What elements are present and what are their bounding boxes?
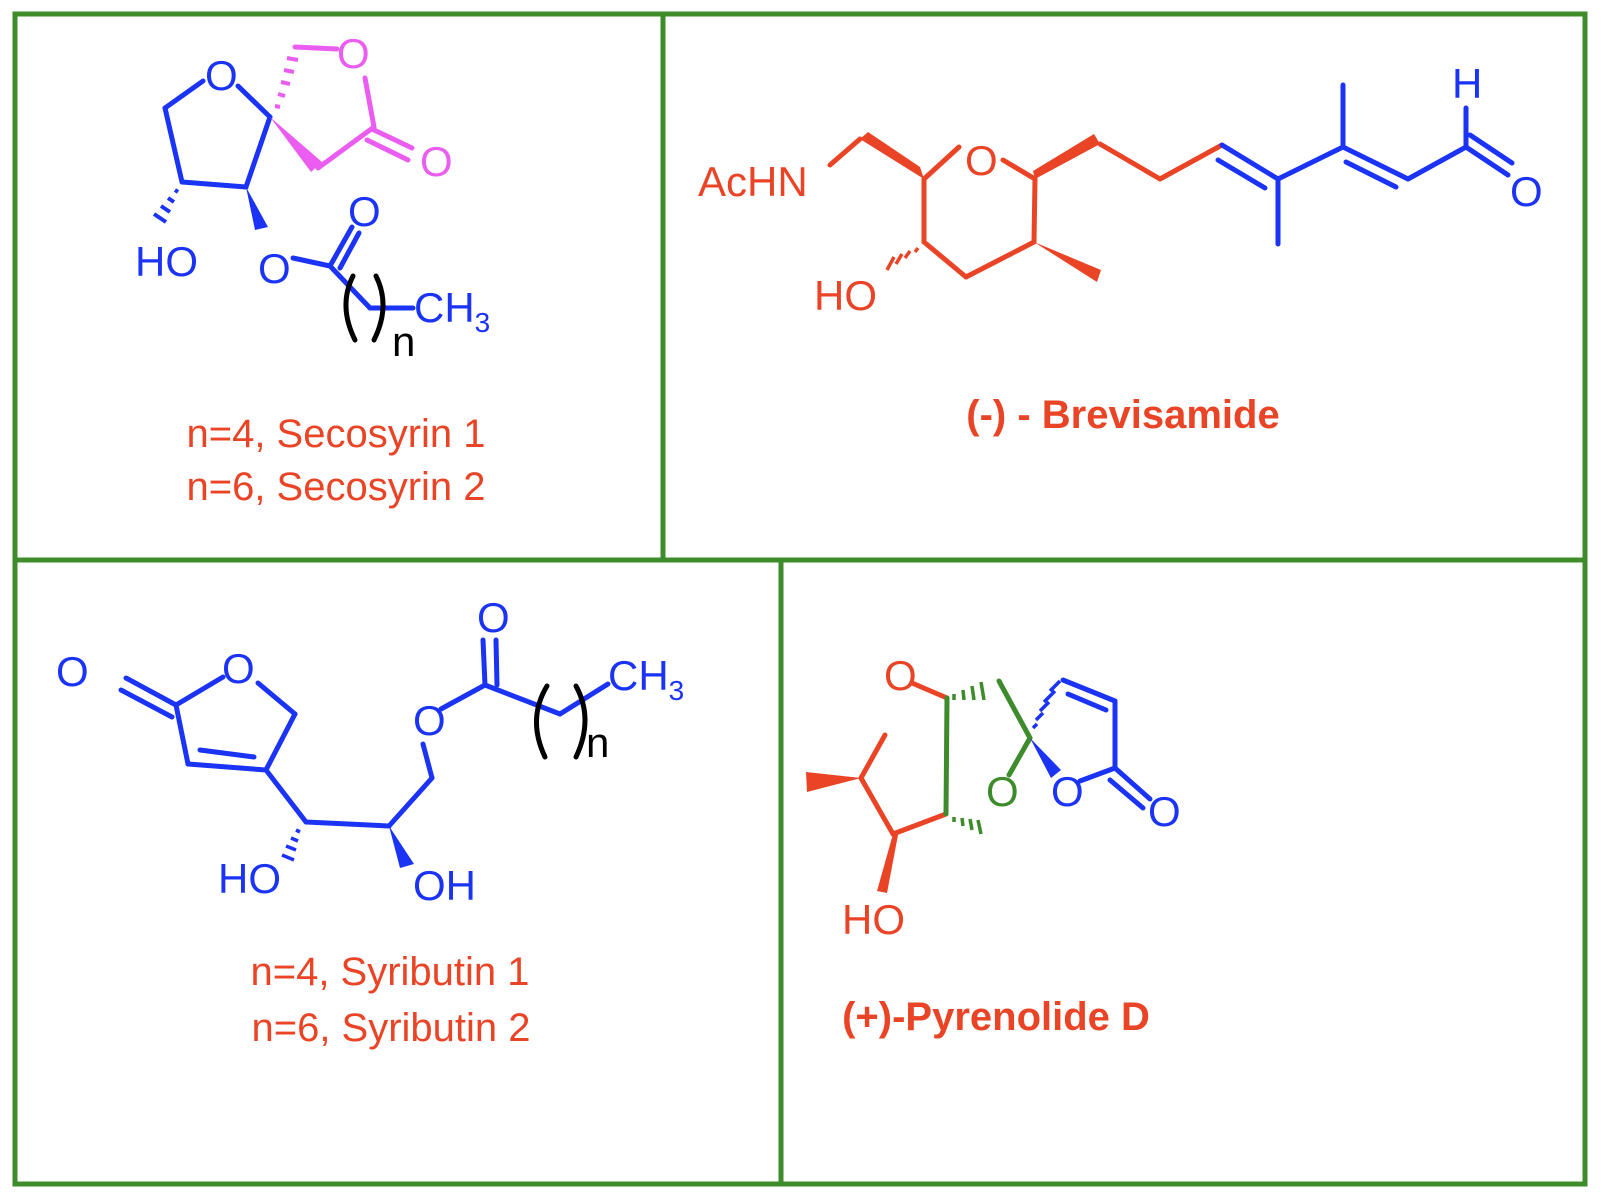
atom-lactone-carbonyl-oxygen: O [56, 648, 89, 695]
atom-methyl: CH3 [414, 284, 490, 338]
atom-lactone-oxygen: O [1051, 768, 1084, 815]
atom-pyran-oxygen: O [965, 137, 998, 184]
caption-secosyrin-2: n=6, Secosyrin 2 [186, 465, 485, 509]
atom-hydroxyl: HO [842, 896, 905, 943]
atom-aldehyde-hydrogen: H [1452, 60, 1482, 107]
atom-ring-oxygen: O [205, 52, 238, 99]
caption-secosyrin-1: n=4, Secosyrin 1 [186, 412, 485, 456]
atom-ester-carbonyl-oxygen: O [348, 188, 381, 235]
panel-brevisamide: AcHN O HO H O (-) - Brevisamide [698, 60, 1543, 437]
atom-ester-oxygen: O [258, 245, 291, 292]
panel-borders [12, 11, 1588, 1187]
atom-ester-carbonyl-oxygen: O [477, 594, 510, 641]
atom-lactone-carbonyl-oxygen: O [420, 138, 453, 185]
caption-syributin-1: n=4, Syributin 1 [250, 950, 529, 994]
atom-hydroxyl: HO [135, 238, 198, 285]
atom-aldehyde-oxygen: O [1510, 168, 1543, 215]
atom-thf-oxygen: O [884, 652, 917, 699]
atom-spiro-oxygen: O [986, 768, 1019, 815]
atom-methyl: CH3 [608, 652, 684, 706]
atom-lactone-carbonyl-oxygen: O [1148, 788, 1181, 835]
compound-title-brevisamide: (-) - Brevisamide [966, 393, 1279, 437]
atom-lactone-oxygen: O [337, 30, 370, 77]
panel-secosyrin: O O O HO O O CH3 n n=4, Secosyrin 1 n=6,… [135, 30, 490, 509]
compound-title-pyrenolide-d: (+)-Pyrenolide D [842, 995, 1150, 1039]
outer-border [12, 11, 1588, 1187]
atom-hydroxyl-right: OH [413, 862, 476, 909]
atom-hydroxyl-left: HO [218, 855, 281, 902]
atom-acetamide: AcHN [698, 158, 808, 205]
caption-syributin-2: n=6, Syributin 2 [251, 1006, 530, 1050]
panel-syributin: O O O O CH3 n HO OH n=4, Syributin 1 n=6… [56, 594, 684, 1050]
repeat-unit-n: n [392, 318, 415, 365]
atom-hydroxyl: HO [814, 272, 877, 319]
atom-butenolide-oxygen: O [222, 645, 255, 692]
repeat-unit-n: n [586, 719, 609, 766]
panel-pyrenolide-d: O O O O HO (+)-Pyrenolide D [806, 652, 1181, 1039]
atom-ester-oxygen: O [413, 697, 446, 744]
